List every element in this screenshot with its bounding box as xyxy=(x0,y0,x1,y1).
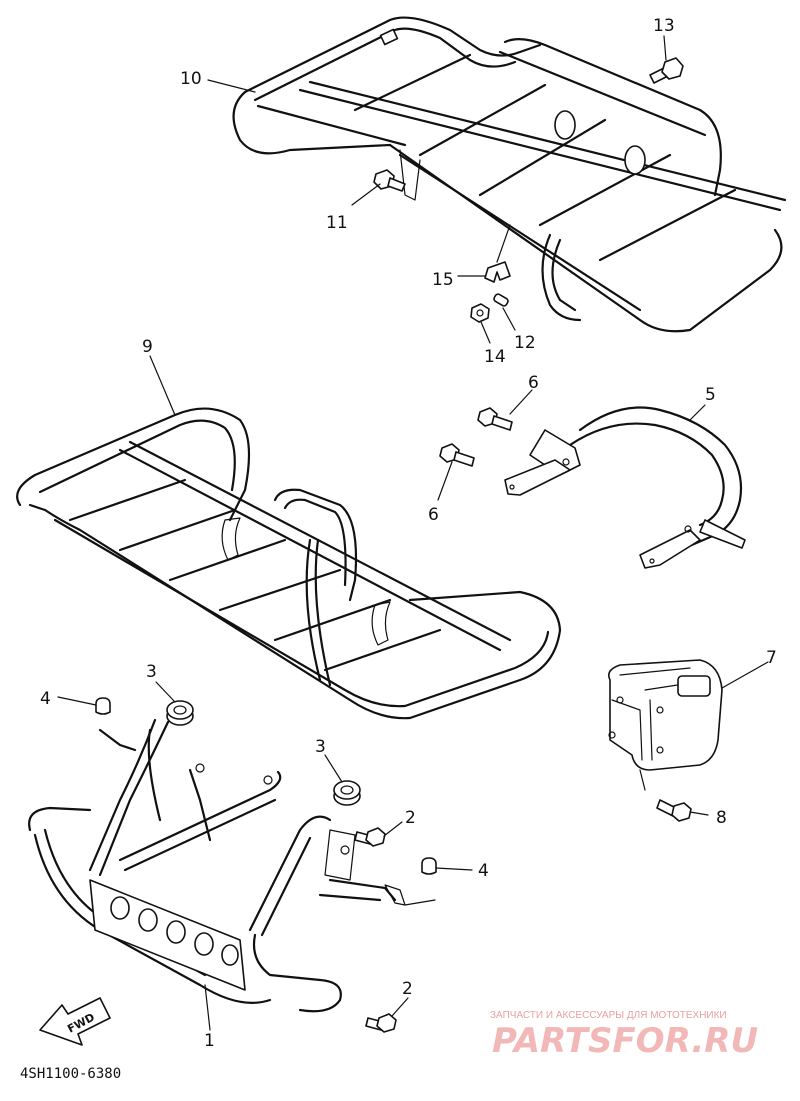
bolt-part-13 xyxy=(649,57,684,84)
bolt-part-8 xyxy=(656,799,692,822)
callout-labels: 10 13 11 15 12 14 9 6 5 6 7 8 3 4 3 2 4 … xyxy=(40,16,777,1051)
mount-bracket-part-7 xyxy=(607,659,723,791)
callout-10: 10 xyxy=(180,69,202,89)
cap-part-4-left xyxy=(95,697,111,715)
clip-part-15 xyxy=(484,224,511,283)
drawing-code: 4SH1100-6380 xyxy=(20,1066,121,1082)
bracket-part-5 xyxy=(504,406,746,569)
leader-lines xyxy=(57,35,769,1031)
callout-4-left: 4 xyxy=(40,689,51,709)
grommet-part-3-right xyxy=(333,780,361,806)
callout-2-lower: 2 xyxy=(402,979,413,999)
callout-15: 15 xyxy=(432,270,454,290)
callout-3-left: 3 xyxy=(146,662,157,682)
bolt-part-11 xyxy=(373,169,406,192)
bolt-part-2-upper xyxy=(354,827,386,847)
callout-13: 13 xyxy=(653,16,675,36)
callout-5: 5 xyxy=(705,385,716,405)
grommet-part-3-left xyxy=(166,700,194,726)
callout-1: 1 xyxy=(204,1031,215,1051)
callout-9: 9 xyxy=(142,337,153,357)
callout-8: 8 xyxy=(716,808,727,828)
front-guard-part-1 xyxy=(28,718,436,1013)
watermark-site: PARTSFOR.RU xyxy=(492,1021,758,1061)
callout-4-right: 4 xyxy=(478,861,489,881)
callout-6-lower: 6 xyxy=(428,505,439,525)
watermark-tagline: ЗАПЧАСТИ И АКСЕССУАРЫ ДЛЯ МОТОТЕХНИКИ xyxy=(490,1010,727,1021)
bolt-part-6-upper xyxy=(477,407,513,431)
callout-3-right: 3 xyxy=(315,737,326,757)
callout-2-upper: 2 xyxy=(405,808,416,828)
bolt-part-2-lower xyxy=(365,1013,397,1033)
forward-direction-arrow: FWD xyxy=(39,997,111,1046)
pin-part-12 xyxy=(493,293,509,307)
callout-6-upper: 6 xyxy=(528,373,539,393)
rear-carrier-part-10 xyxy=(232,16,787,333)
callout-12: 12 xyxy=(514,333,536,353)
cap-part-4-right xyxy=(421,857,437,875)
nut-part-14 xyxy=(470,303,490,323)
callout-11: 11 xyxy=(326,213,348,233)
bolt-part-6-lower xyxy=(439,443,475,467)
callout-7: 7 xyxy=(766,648,777,668)
callout-14: 14 xyxy=(484,347,506,367)
front-carrier-part-9 xyxy=(16,407,562,720)
